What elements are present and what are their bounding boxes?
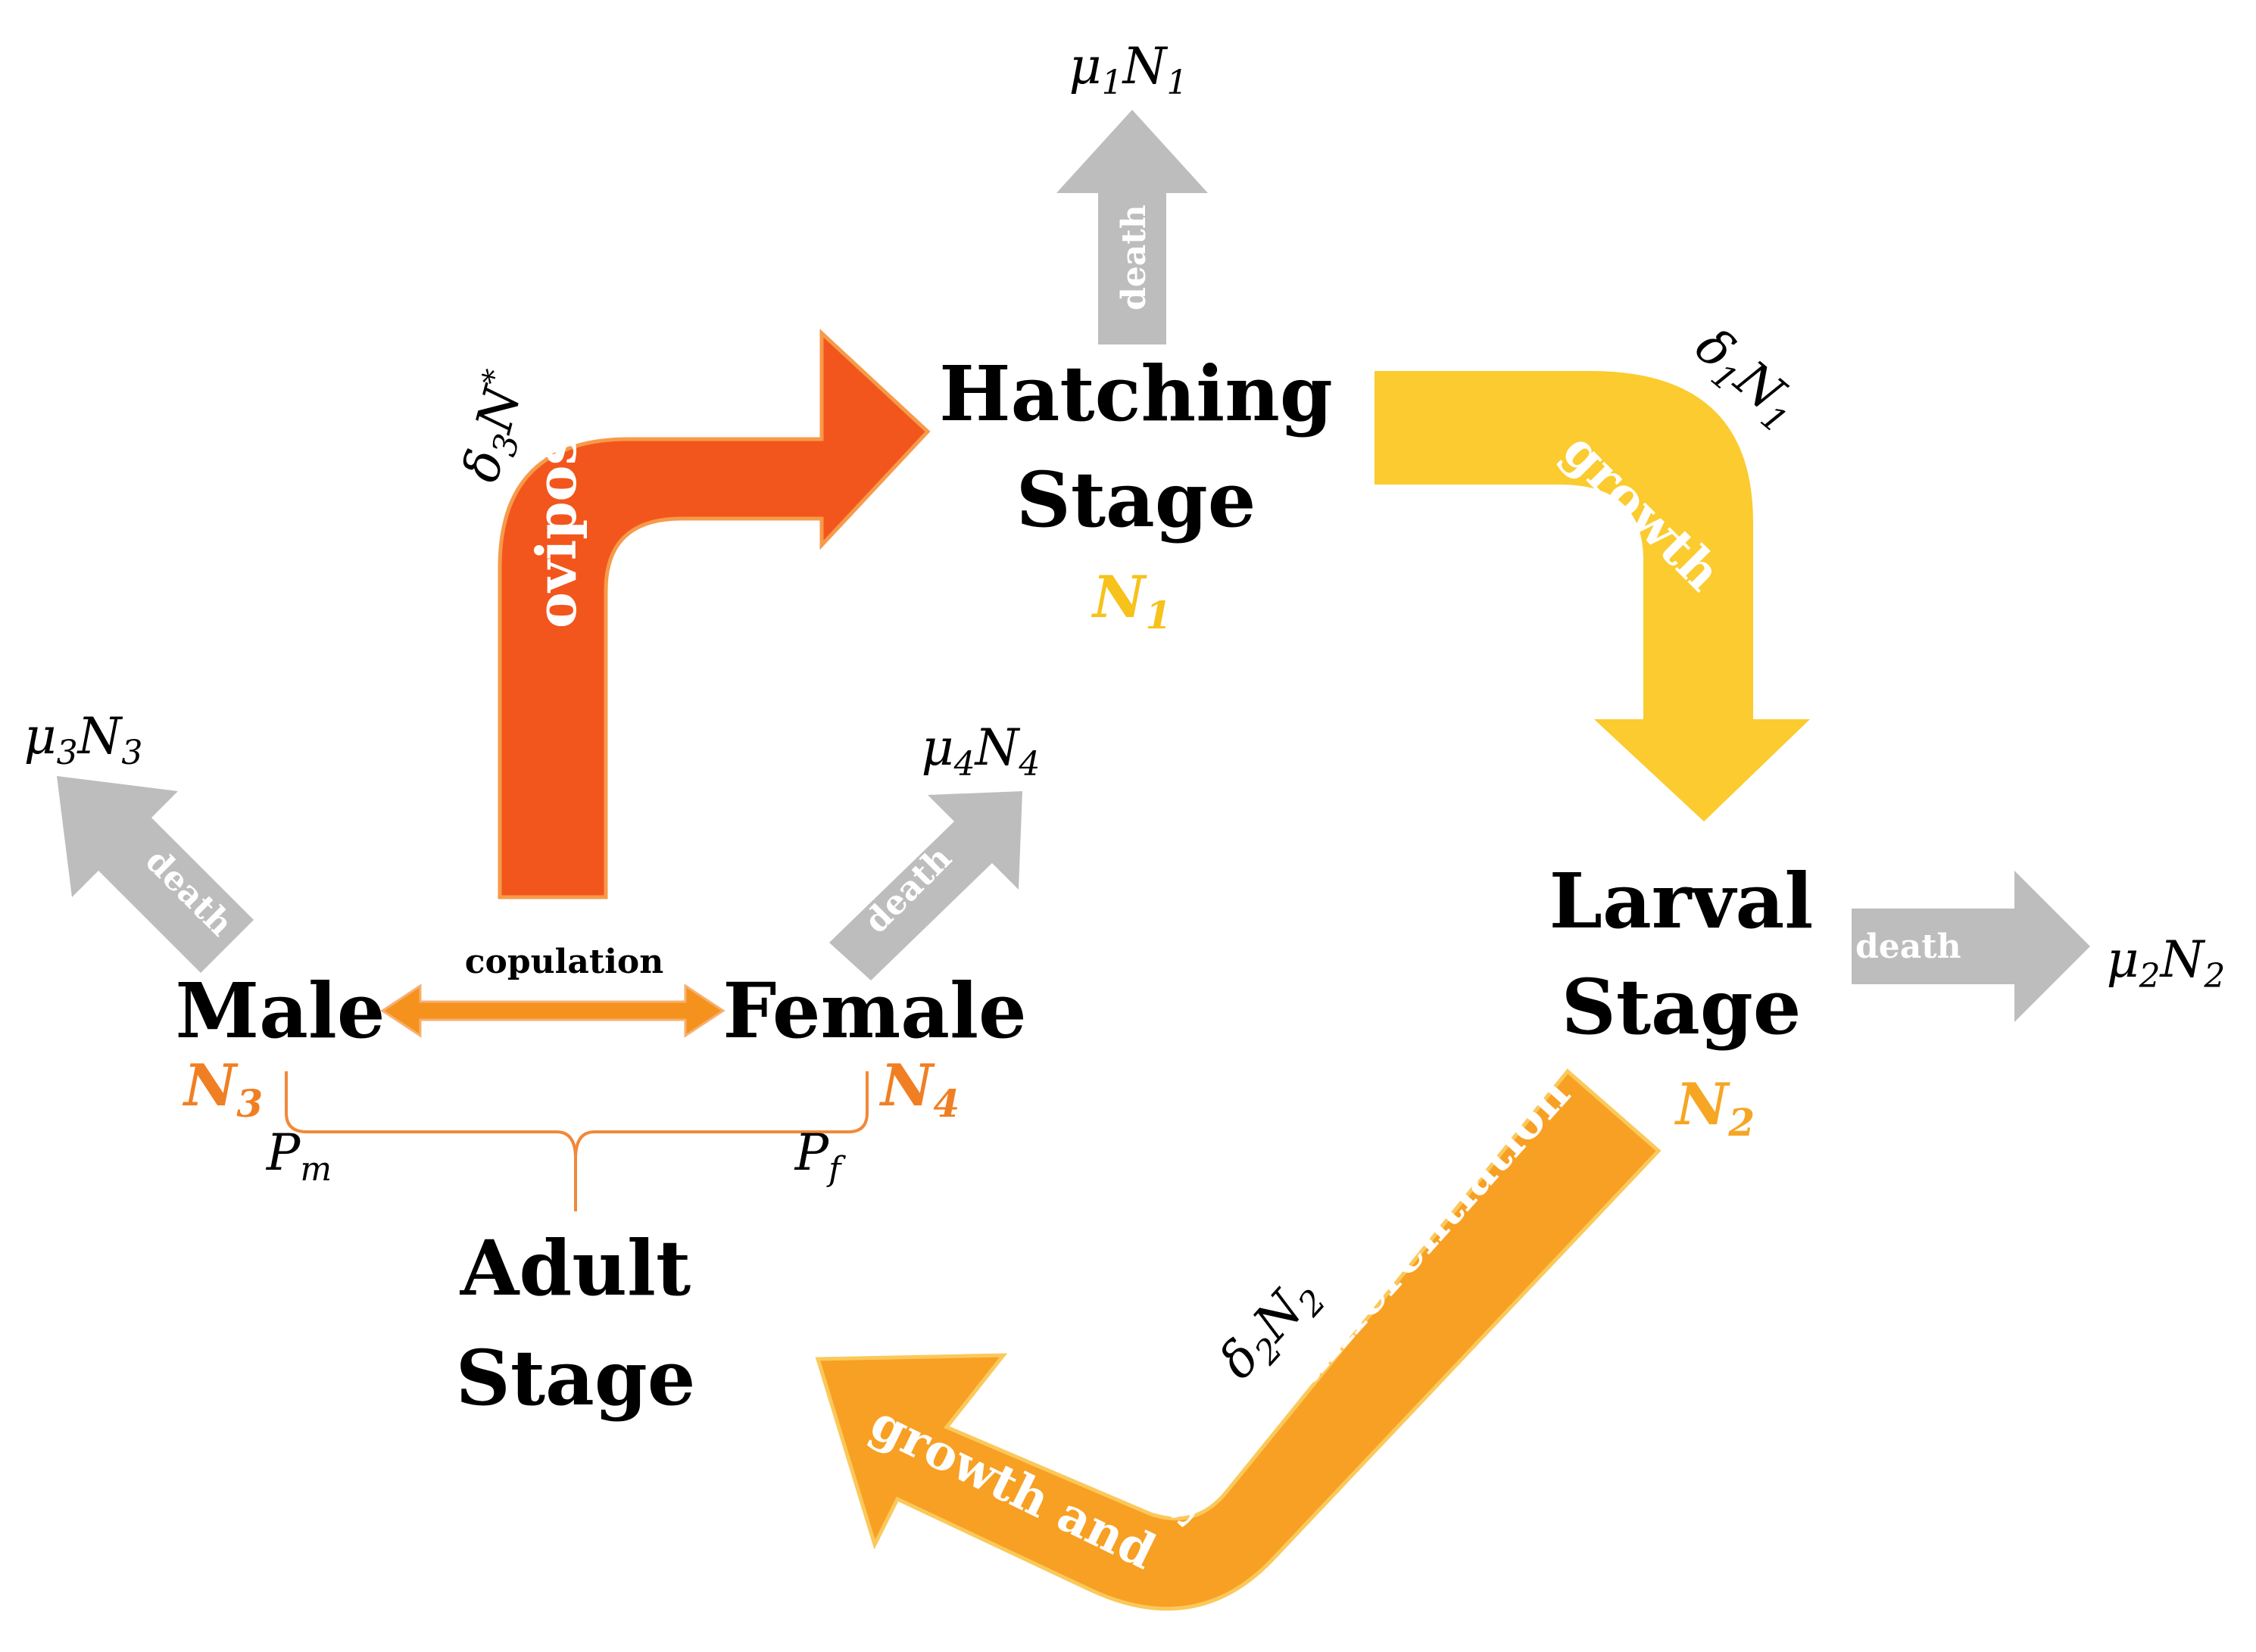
male-population-variable: N3	[183, 1052, 263, 1126]
hatching-stage-subtitle: Stage	[1016, 455, 1256, 544]
death-arrow-hatching: death	[1056, 110, 1208, 344]
hatching-death-rate: μ1N1	[1069, 37, 1188, 102]
death-label-larval: death	[1855, 927, 1961, 966]
copulation-label: copulation	[465, 943, 664, 981]
death-arrow-larval: death	[1852, 871, 2090, 1022]
adult-stage-subtitle: Stage	[456, 1333, 696, 1423]
hatching-stage-title: Hatching	[939, 349, 1333, 438]
male-label: Male	[175, 966, 385, 1055]
adult-bracket	[285, 1071, 869, 1211]
male-proportion: Pm	[266, 1124, 332, 1189]
hatching-stage: Hatching Stage N1	[939, 349, 1333, 637]
death-arrow-male: death	[57, 776, 257, 973]
larval-stage: Larval Stage N2	[1549, 856, 1814, 1145]
female-death-rate: μ4N4	[922, 718, 1041, 784]
female-population-variable: N4	[879, 1052, 960, 1126]
death-label-hatching: death	[1115, 204, 1153, 310]
larval-stage-title: Larval	[1549, 856, 1814, 946]
differentiation-arrow: growth and sexual differentiation	[815, 1065, 1662, 1611]
copulation-arrow: copulation	[380, 943, 725, 1038]
oviposition-arrow: oviposition	[498, 292, 931, 899]
adult-stage: Adult Stage	[456, 1223, 696, 1423]
oviposition-label: oviposition	[524, 292, 588, 628]
oviposition-rate: δ3N*	[451, 366, 543, 489]
larval-death-rate: μ2N2	[2107, 930, 2226, 996]
male-death-rate: μ3N3	[24, 707, 143, 772]
death-arrow-female: death	[829, 791, 1022, 980]
larval-stage-subtitle: Stage	[1562, 962, 1802, 1052]
growth-arrow: growth	[1375, 371, 1810, 821]
female-label: Female	[722, 966, 1026, 1055]
larval-population-variable: N2	[1674, 1071, 1755, 1145]
male-node: Male N3	[175, 966, 385, 1126]
adult-stage-title: Adult	[460, 1223, 691, 1313]
hatching-population-variable: N1	[1091, 563, 1172, 637]
female-node: Female N4	[722, 966, 1026, 1126]
